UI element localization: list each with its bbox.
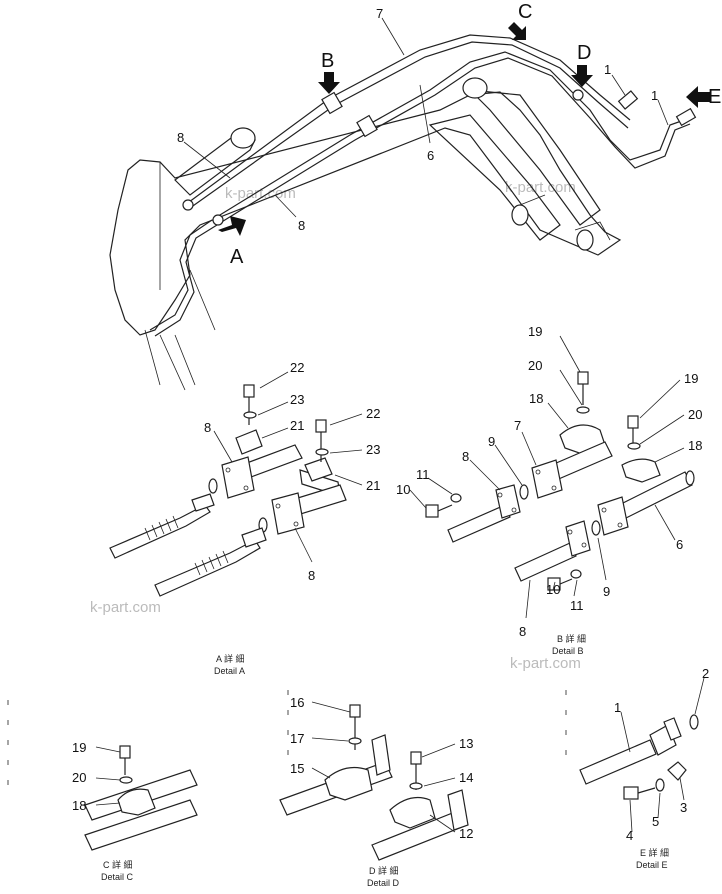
callout: 8 xyxy=(519,624,526,639)
callout: 7 xyxy=(514,418,521,433)
callout: 19 xyxy=(72,740,86,755)
caption-d-jp: D 詳 細 xyxy=(369,865,399,876)
callout: 6 xyxy=(676,537,683,552)
arrow-d-label: D xyxy=(577,42,591,64)
caption-a-en: Detail A xyxy=(214,666,245,676)
watermark: k-part.com xyxy=(90,599,161,616)
callout: 22 xyxy=(290,360,304,375)
watermark: k-part.com xyxy=(505,179,576,196)
caption-e-jp: E 詳 細 xyxy=(640,847,669,858)
detail-arrows: A B C D E xyxy=(218,1,721,268)
callout: 11 xyxy=(570,598,584,613)
callout: 1 xyxy=(604,62,611,77)
callout: 10 xyxy=(396,482,410,497)
caption-b-jp: B 詳 細 xyxy=(557,633,586,644)
watermark: k-part.com xyxy=(510,655,581,672)
callout: 8 xyxy=(298,218,305,233)
callout: 16 xyxy=(290,695,304,710)
callout: 20 xyxy=(72,770,86,785)
callout: 8 xyxy=(204,420,211,435)
callout: 13 xyxy=(459,736,473,751)
detail-c: 19 20 18 C 詳 細 Detail C xyxy=(7,700,198,882)
callout: 22 xyxy=(366,406,380,421)
callout: 21 xyxy=(366,478,380,493)
callout: 23 xyxy=(290,392,304,407)
caption-c-en: Detail C xyxy=(101,872,134,882)
detail-a: 22 23 21 8 22 23 21 8 A 詳 細 Detail A xyxy=(109,360,380,676)
callout: 8 xyxy=(177,130,184,145)
callout: 19 xyxy=(528,324,542,339)
watermark: k-part.com xyxy=(225,185,296,202)
callout: 8 xyxy=(308,568,315,583)
arrow-e-icon xyxy=(686,86,710,108)
arrow-a-icon xyxy=(218,216,246,236)
callout: 14 xyxy=(459,770,473,785)
arrow-c-label: C xyxy=(518,1,532,23)
callout: 15 xyxy=(290,761,304,776)
arrow-a-label: A xyxy=(230,246,244,268)
callout: 17 xyxy=(290,731,304,746)
arrow-b-icon xyxy=(318,72,340,94)
callout: 2 xyxy=(702,666,709,681)
caption-b-en: Detail B xyxy=(552,646,584,656)
callout: 18 xyxy=(529,391,543,406)
caption-a-jp: A 詳 細 xyxy=(216,653,245,664)
boom-assembly xyxy=(109,34,697,391)
callout: 19 xyxy=(684,371,698,386)
callout: 9 xyxy=(603,584,610,599)
callout: 5 xyxy=(652,814,659,829)
callout: 20 xyxy=(528,358,542,373)
callout: 8 xyxy=(462,449,469,464)
callout: 23 xyxy=(366,442,380,457)
callout: 20 xyxy=(688,407,702,422)
callout: 4 xyxy=(626,828,633,843)
callout: 3 xyxy=(680,800,687,815)
callout: 1 xyxy=(614,700,621,715)
caption-e-en: Detail E xyxy=(636,860,668,870)
callout: 11 xyxy=(416,467,430,482)
arrow-c-icon xyxy=(508,22,526,40)
caption-c-jp: C 詳 細 xyxy=(103,859,133,870)
main-callouts: 7 8 8 6 1 1 xyxy=(177,6,669,233)
callout: 1 xyxy=(651,88,658,103)
callout: 12 xyxy=(459,826,473,841)
callout: 21 xyxy=(290,418,304,433)
caption-d-en: Detail D xyxy=(367,878,400,888)
arrow-d-icon xyxy=(571,65,593,87)
detail-d: 16 17 15 13 14 12 D 詳 細 Detail D xyxy=(279,690,473,888)
arrow-b-label: B xyxy=(321,50,334,72)
detail-e: 2 1 3 5 4 E 詳 細 Detail E xyxy=(565,666,709,870)
callout: 18 xyxy=(72,798,86,813)
callout: 10 xyxy=(546,582,560,597)
callout: 6 xyxy=(427,148,434,163)
arrow-e-label: E xyxy=(708,86,721,108)
callout: 9 xyxy=(488,434,495,449)
callout: 7 xyxy=(376,6,383,21)
callout: 18 xyxy=(688,438,702,453)
detail-b: 19 20 18 7 9 8 11 10 19 20 18 6 9 11 10 … xyxy=(396,324,702,656)
